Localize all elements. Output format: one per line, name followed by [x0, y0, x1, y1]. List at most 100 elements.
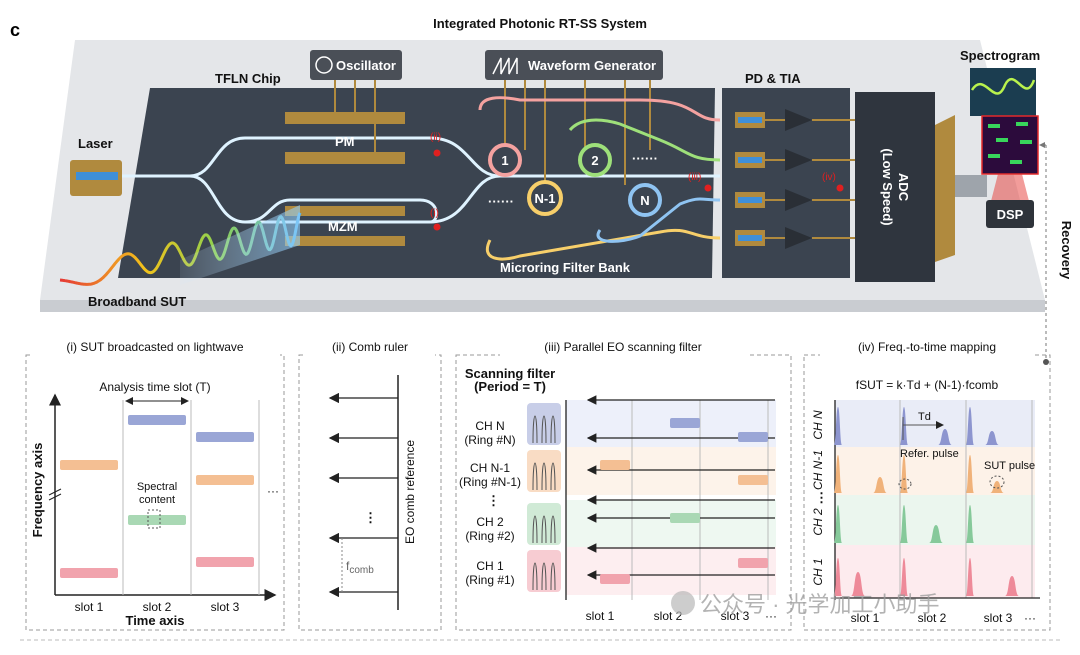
panel-ii-title: (ii) Comb ruler [332, 340, 408, 354]
panel-iii-title: (iii) Parallel EO scanning filter [544, 340, 701, 354]
panel-i-title: (i) SUT broadcasted on lightwave [66, 340, 244, 354]
panel-i-time-slot-label: Analysis time slot (T) [99, 380, 210, 394]
oscillator-leads [334, 80, 376, 152]
panel-ii-frame [298, 354, 442, 631]
waveform-leads [504, 80, 651, 185]
ref-pulse-r1-s1 [834, 407, 842, 445]
panel-i-bar-slot3-high [196, 432, 254, 442]
tia-amplifier-3 [785, 189, 812, 211]
panel-iii-row-bg-4 [566, 547, 776, 595]
photodiode-2 [738, 157, 762, 163]
pm-label: PM [335, 134, 355, 149]
ref-pulse-r4-s3 [966, 558, 974, 596]
point-iv-label: (iv) [822, 172, 836, 183]
adc-label: ADC [896, 173, 911, 202]
waveform-generator-box [485, 50, 663, 80]
panel-i-x-label: Time axis [125, 613, 184, 628]
ring-n: N [628, 183, 662, 217]
panel-iii-filters [527, 403, 561, 592]
sawtooth-icon [492, 57, 518, 75]
panel-iii-ch-1-name: CH 1 [476, 559, 504, 573]
sut-pulse-r4-2 [1005, 576, 1019, 596]
waveform-generator-label: Waveform Generator [528, 58, 656, 73]
panel-iv-row-bg-4 [835, 545, 1035, 598]
mzm-label: MZM [328, 219, 358, 234]
panel-i-slot-lines [122, 400, 260, 595]
panel-iii-bar-4 [738, 475, 768, 485]
dsp-chip [986, 200, 1034, 228]
filter-bank-label: Microring Filter Bank [500, 260, 631, 275]
panel-i-axis-break-1 [48, 488, 62, 496]
spectrogram-projection [990, 174, 1030, 205]
sut-pulse-r1-1 [938, 429, 952, 445]
sut-pulse-r4-1 [851, 572, 865, 596]
pd-tia-label: PD & TIA [745, 71, 801, 86]
panel-i-y-label: Frequency axis [30, 443, 45, 538]
panel-iii-slot-1: slot 1 [586, 609, 615, 623]
panel-ii-dots: ⋮ [364, 510, 377, 525]
panel-iii-bar-3 [600, 460, 630, 470]
panel-iii-title-bg [500, 336, 750, 356]
bus-ring-n [596, 197, 721, 243]
tia-amplifier-2 [785, 149, 812, 171]
point-iv-dot [836, 184, 844, 192]
panel-iii-ch-n-ring: (Ring #N) [464, 433, 515, 447]
photodiode-1 [738, 117, 762, 123]
panel-iv-ch-n: CH N [811, 410, 825, 440]
figure-title: Integrated Photonic RT-SS System [433, 16, 647, 31]
ref-pulse-r1-s2 [900, 407, 908, 445]
sut-pulse-r2-2 [990, 481, 1004, 493]
panel-i-spectral-marker [147, 509, 161, 529]
panel-iii-background [565, 400, 776, 600]
ring-2: 2 [578, 143, 612, 177]
adc-connector [935, 115, 955, 262]
bus-ring-1 [478, 96, 721, 122]
panel-i-spectral-label-1: Spectral [137, 481, 177, 493]
panel-iv-refer-marker [898, 478, 912, 490]
bus-ring-2 [568, 118, 721, 162]
panel-iv-equation: fSUT = k·Td + (N-1)·fcomb [856, 378, 999, 392]
panel-i-slot-3: slot 3 [211, 600, 240, 614]
panel-iii-bar-1 [670, 418, 700, 428]
pm-electrode-top [285, 112, 405, 124]
svg-text:2: 2 [591, 153, 598, 168]
watermark-logo [671, 591, 695, 615]
panel-iii-row-bg-2 [566, 447, 776, 495]
scanning-filter-3 [527, 503, 561, 545]
ring-ellipsis-top: ······ [632, 151, 658, 166]
watermark-text: 公众号 · 光学加工小助手 [700, 592, 940, 617]
oscillator-label: Oscillator [336, 58, 396, 73]
panel-iv-title-bg [820, 336, 1035, 356]
laser-waveguide [76, 172, 118, 180]
panel-iii-bar-6 [600, 574, 630, 584]
panel-iv-td-label: Td [918, 411, 931, 423]
panel-iv-background [834, 400, 1040, 600]
bus-ring-n-1 [486, 228, 721, 261]
panel-ii-comb-arrows [328, 392, 398, 598]
ref-pulse-r2-s2 [900, 455, 908, 493]
chip-base-edge [40, 300, 1045, 312]
panel-iii-bar-5 [670, 513, 700, 523]
panel-i-bar-slot1-low [60, 568, 118, 578]
recovery-label: Recovery [1059, 221, 1074, 280]
panel-i-more: ··· [267, 484, 279, 498]
spectrogram-trace [970, 77, 1036, 95]
panel-iii-ch-2-name: CH 2 [476, 515, 504, 529]
panel-iii-ch-2-ring: (Ring #2) [465, 529, 514, 543]
panel-iv-ch-2: CH 2 [811, 508, 825, 536]
pd-rows [735, 109, 855, 249]
panel-iii-ch-1-ring: (Ring #1) [465, 573, 514, 587]
panel-iv-dots: ⋮ [815, 490, 828, 505]
point-iii-dot [704, 184, 712, 192]
mzm-electrode-bottom [285, 236, 405, 246]
broadband-sut-label: Broadband SUT [88, 294, 186, 309]
filter-response-3 [532, 515, 556, 544]
oscillator-box [310, 50, 402, 80]
waveguides [122, 136, 720, 224]
panel-iv-title: (iv) Freq.-to-time mapping [858, 340, 996, 354]
panel-iii-filter-label-2: (Period = T) [474, 379, 546, 394]
panel-iii-filter-label-1: Scanning filter [465, 366, 555, 381]
ref-pulse-r3-s1 [834, 505, 842, 543]
panel-iv-sut-marker [989, 475, 1005, 489]
sut-pulse-r1-2 [985, 431, 999, 445]
